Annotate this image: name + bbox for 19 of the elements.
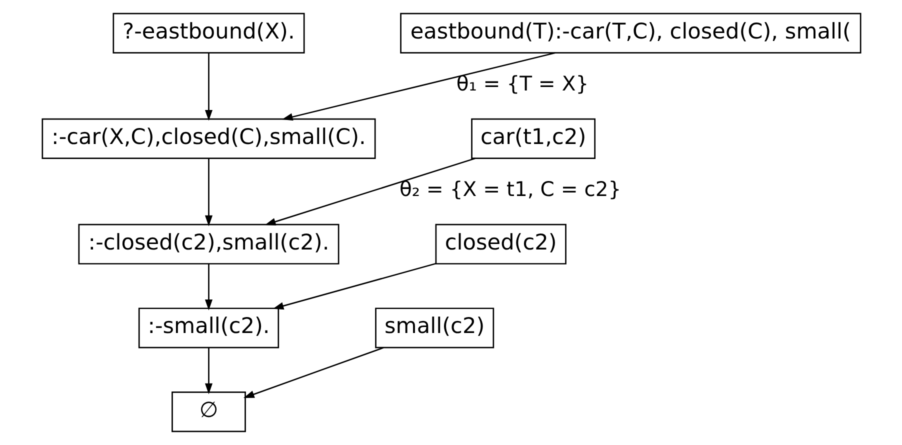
arrow	[204, 348, 212, 394]
arrow	[204, 158, 212, 226]
node-box: :-small(c2).	[138, 308, 279, 348]
node-box: :-closed(c2),small(c2).	[78, 224, 339, 264]
arrow	[242, 347, 384, 398]
node-box: small(c2)	[374, 308, 494, 348]
arrow	[281, 52, 555, 121]
node-box: closed(c2)	[434, 224, 566, 264]
node-box: car(t1,c2)	[470, 118, 596, 159]
node-box: ?-eastbound(X).	[112, 12, 304, 54]
arrow	[272, 262, 436, 310]
node-box: eastbound(T):-car(T,C), closed(C), small(	[400, 12, 861, 54]
edge-label: θ₁ = {T = X}	[456, 72, 588, 96]
node-box: :-car(X,C),closed(C),small(C).	[41, 118, 376, 159]
edge-label: θ₂ = {X = t1, C = c2}	[398, 177, 621, 202]
arrow	[204, 264, 212, 310]
arrow	[264, 158, 475, 226]
arrow	[204, 52, 212, 121]
node-box: ∅	[171, 392, 246, 432]
